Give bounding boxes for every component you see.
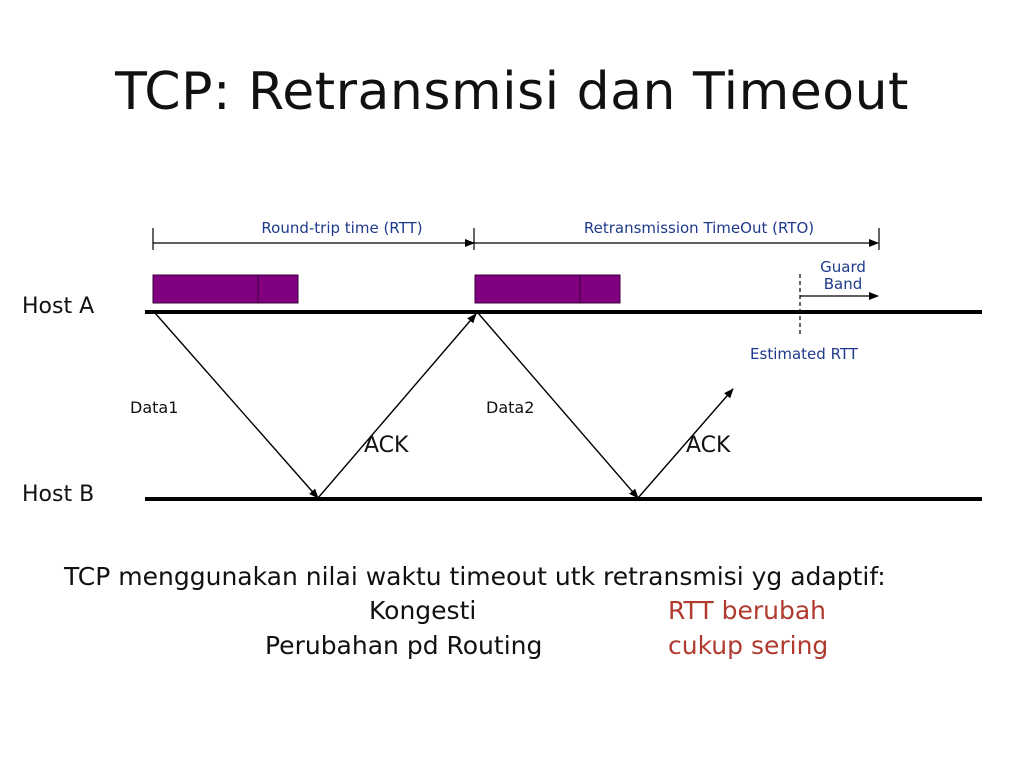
host-a-label: Host A	[22, 294, 95, 319]
tcp-timeline-diagram: Round-trip time (RTT) Retransmission Tim…	[130, 219, 982, 501]
slide-title: TCP: Retransmisi dan Timeout	[115, 62, 909, 122]
host-b-label: Host B	[22, 482, 95, 507]
footer-intro: TCP menggunakan nilai waktu timeout utk …	[64, 562, 886, 591]
segment-2b	[579, 274, 621, 304]
ack1-arrow	[317, 313, 477, 499]
segment-1a	[152, 274, 259, 304]
guard-band-label-line1: Guard	[820, 258, 866, 276]
ack2-label: ACK	[686, 433, 731, 458]
data1-arrow	[154, 312, 319, 499]
rto-label: Retransmission TimeOut (RTO)	[584, 219, 814, 237]
ack2-arrow	[637, 388, 734, 499]
segment-2a	[474, 274, 581, 304]
cause-routing: Perubahan pd Routing	[265, 631, 543, 660]
data2-arrow	[477, 312, 639, 499]
estimated-rtt-label: Estimated RTT	[750, 345, 859, 363]
data1-label: Data1	[130, 398, 178, 417]
effect-cukup-sering: cukup sering	[668, 631, 829, 660]
data2-label: Data2	[486, 398, 534, 417]
cause-kongesti: Kongesti	[369, 596, 477, 625]
effect-rtt-berubah: RTT berubah	[668, 596, 827, 625]
segment-1b	[257, 274, 299, 304]
ack1-label: ACK	[364, 433, 409, 458]
guard-band-label-line2: Band	[824, 275, 863, 293]
rtt-label: Round-trip time (RTT)	[261, 219, 422, 237]
